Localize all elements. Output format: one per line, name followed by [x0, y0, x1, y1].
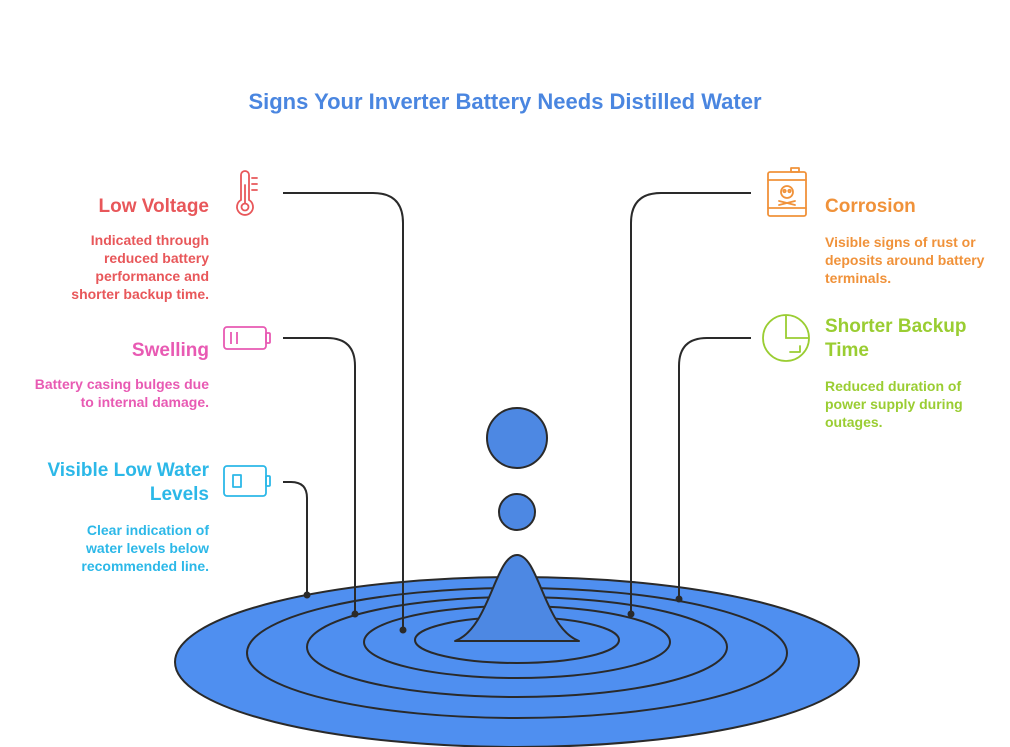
connector-dot: [399, 626, 407, 634]
toxic-barrel-icon: [767, 167, 807, 217]
water-levels-description: Clear indication of water levels below r…: [81, 522, 209, 574]
clock-icon: [762, 314, 810, 362]
battery-icon: [223, 326, 271, 350]
water-levels-heading: Visible Low Water Levels: [47, 460, 209, 505]
connector-water-levels: [283, 481, 308, 595]
connector-swelling: [283, 337, 356, 614]
connector-corrosion: [630, 192, 751, 614]
backup-description: Reduced duration of power supply during …: [825, 378, 963, 430]
battery-low-icon: [223, 465, 271, 497]
corrosion-description: Visible signs of rust or deposits around…: [825, 234, 985, 286]
connector-lines: [283, 192, 751, 630]
connector-dots: [303, 591, 683, 634]
page-title: Signs Your Inverter Battery Needs Distil…: [248, 89, 762, 114]
splash-peak: [454, 554, 580, 642]
low-voltage-description: Indicated through reduced battery perfor…: [71, 232, 209, 302]
water-drop-large: [486, 407, 548, 469]
connector-dot: [351, 610, 359, 618]
connector-low-voltage: [283, 192, 404, 630]
connector-dot: [303, 591, 311, 599]
connector-dot: [675, 595, 683, 603]
water-drop-small: [498, 493, 536, 531]
connector-backup: [678, 337, 751, 599]
swelling-description: Battery casing bulges due to internal da…: [34, 376, 209, 410]
corrosion-heading: Corrosion: [825, 196, 916, 217]
low-voltage-heading: Low Voltage: [98, 196, 209, 217]
connector-dot: [627, 610, 635, 618]
swelling-heading: Swelling: [131, 340, 209, 361]
thermometer-icon: [236, 170, 258, 216]
backup-heading: Shorter Backup Time: [825, 316, 967, 361]
